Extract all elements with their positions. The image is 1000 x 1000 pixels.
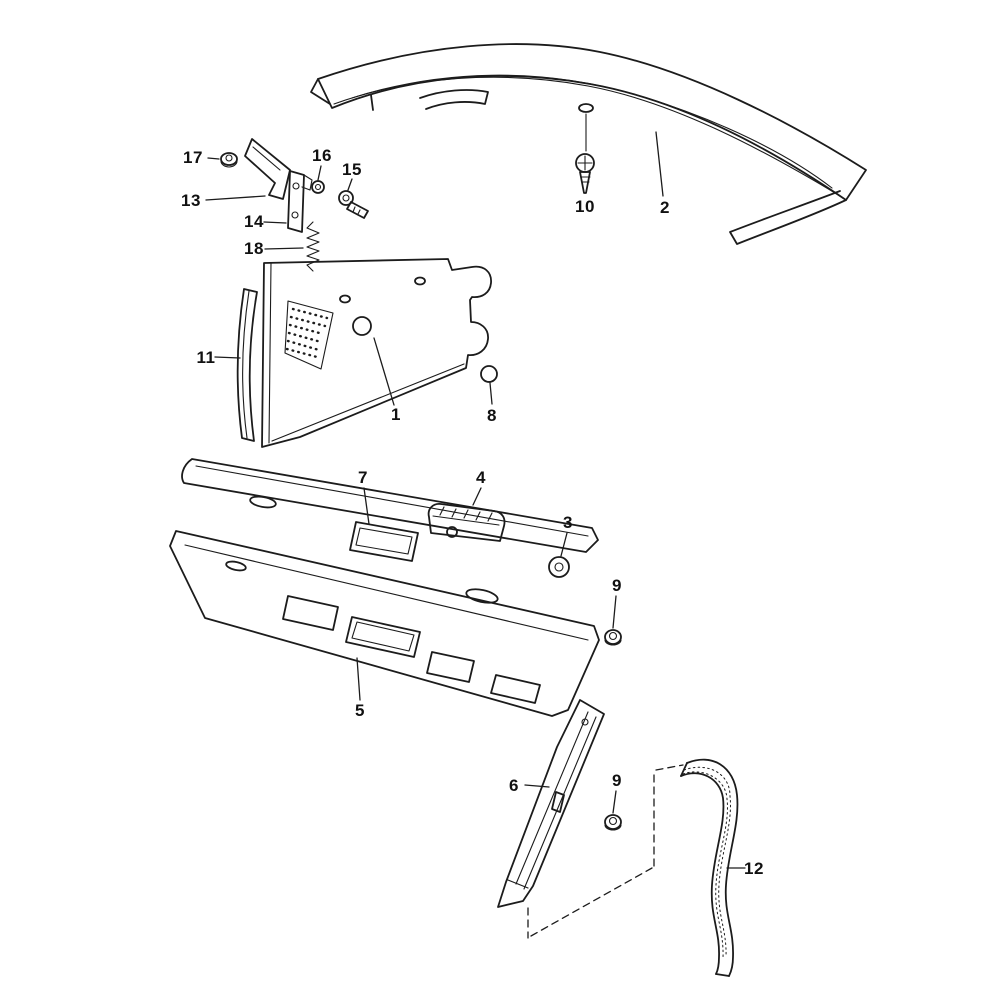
leader-16 xyxy=(317,165,322,181)
leader-5 xyxy=(356,657,361,701)
leader-13 xyxy=(205,195,266,201)
part-11-strip xyxy=(236,288,258,442)
leader-15 xyxy=(347,178,353,191)
callout-11: 11 xyxy=(196,348,216,367)
leader-11 xyxy=(214,356,241,359)
callout-16: 16 xyxy=(312,146,332,165)
callout-12: 12 xyxy=(744,859,764,878)
part-4-bracket xyxy=(427,503,506,542)
callout-8: 8 xyxy=(487,406,497,425)
callout-9-lower: 9 xyxy=(612,771,622,790)
construction-lines xyxy=(527,764,684,939)
part-17-nut xyxy=(220,152,238,168)
callout-10: 10 xyxy=(575,197,595,216)
leader-8 xyxy=(489,382,493,405)
callout-7: 7 xyxy=(358,468,368,487)
callout-4: 4 xyxy=(476,468,486,487)
leader-6 xyxy=(524,784,550,788)
leader-14 xyxy=(263,221,287,224)
part-6-pillar-trim xyxy=(497,699,605,908)
part-7-rail xyxy=(181,458,599,562)
part-3-grommet xyxy=(548,556,570,578)
part-14-clip xyxy=(287,170,313,233)
callout-1: 1 xyxy=(391,405,401,424)
callout-18: 18 xyxy=(244,239,264,258)
callout-9-upper: 9 xyxy=(612,576,622,595)
callout-6: 6 xyxy=(509,776,519,795)
callout-17: 17 xyxy=(183,148,203,167)
part-2-cover xyxy=(310,43,867,245)
part-9-nut-upper xyxy=(604,629,622,646)
part-15-bolt xyxy=(338,190,369,219)
callout-14: 14 xyxy=(244,212,264,231)
part-12-seal xyxy=(680,758,739,977)
part-13-bracket xyxy=(244,138,291,200)
part-16-washer xyxy=(311,180,325,194)
leader-18 xyxy=(264,247,304,250)
callout-2: 2 xyxy=(660,198,670,217)
leader-4 xyxy=(472,487,482,506)
part-5-cowl-panel xyxy=(169,530,600,717)
leader-3 xyxy=(560,532,568,557)
part-8-plug xyxy=(480,365,498,383)
callout-3: 3 xyxy=(563,513,573,532)
leader-9-upper xyxy=(612,595,617,629)
part-18-spring xyxy=(306,221,320,272)
callout-5: 5 xyxy=(355,701,365,720)
leader-7 xyxy=(363,487,370,525)
part-9-nut-lower xyxy=(604,814,622,831)
leader-17 xyxy=(207,157,220,160)
callout-13: 13 xyxy=(181,191,201,210)
callout-15: 15 xyxy=(342,160,362,179)
part-1-side-panel xyxy=(261,258,492,448)
leader-9-lower xyxy=(612,790,617,814)
leader-1 xyxy=(373,337,395,406)
leader-2 xyxy=(655,131,664,197)
part-10-screw xyxy=(575,113,595,194)
